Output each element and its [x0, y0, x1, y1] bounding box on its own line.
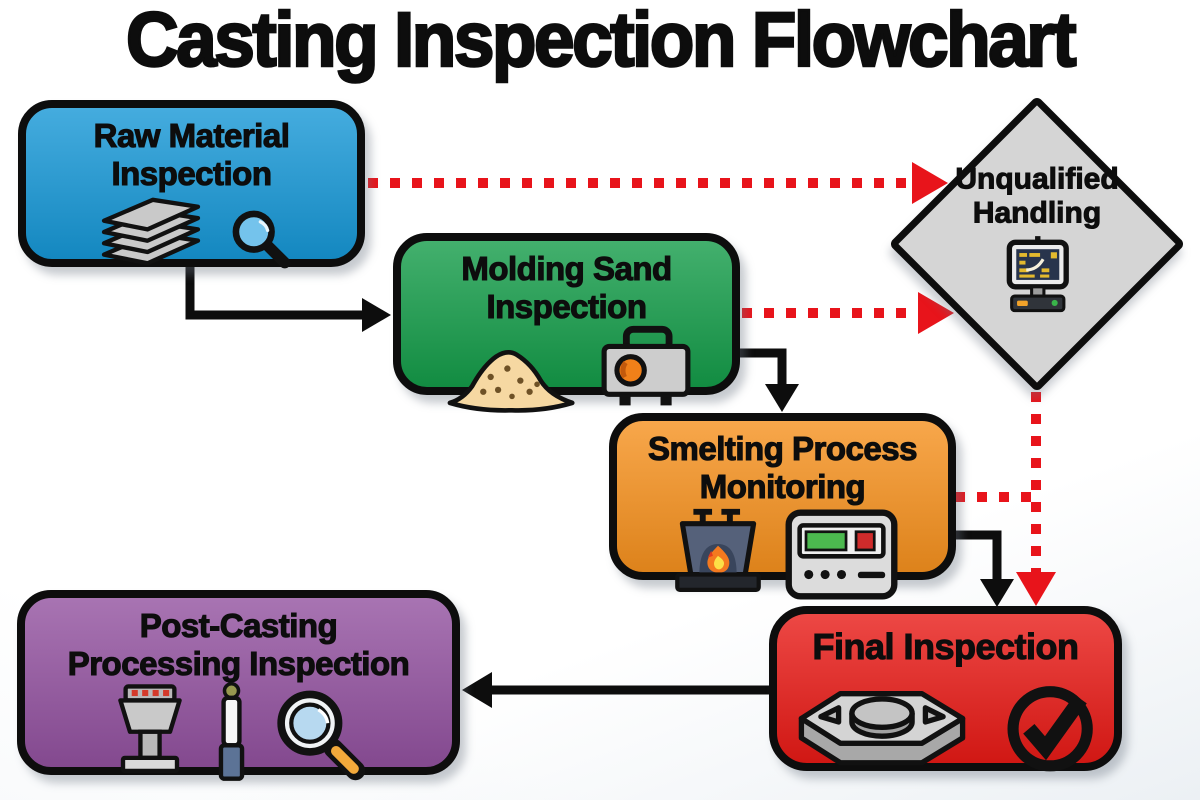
solid-arrows — [185, 263, 1014, 708]
dotted-red-arrows — [368, 162, 1056, 606]
hex-nut-casting-icon — [798, 691, 965, 766]
arrowhead-sand-to-smelt — [765, 384, 799, 412]
magnifying-glass-icon — [232, 210, 290, 269]
arrowhead-sand-to-unqualified — [918, 292, 954, 334]
arrow-sand-to-smelt — [736, 348, 787, 386]
grinder-tool-icon — [118, 684, 182, 774]
node-label: Unqualified Handling — [955, 162, 1119, 230]
probe-pen-icon — [218, 682, 245, 782]
arrowhead-smelt-to-final — [980, 579, 1014, 607]
arrowhead-final-to-post — [462, 672, 492, 708]
metal-sheets-stack-icon — [101, 197, 200, 266]
sand-pile-icon — [447, 350, 575, 413]
magnifying-glass-orange-icon — [277, 690, 366, 781]
node-unqualified-handling: Unqualified Handling — [888, 95, 1186, 393]
arrow-raw-to-sand — [185, 263, 364, 320]
furnace-fire-icon — [675, 509, 761, 593]
node-raw-material-inspection: Raw Material Inspection — [18, 100, 365, 269]
computer-monitor-icon — [1006, 235, 1069, 312]
check-circle-icon — [1006, 686, 1093, 772]
control-panel-icon — [785, 509, 898, 600]
page-title: Casting Inspection Flowchart — [125, 0, 1078, 84]
node-molding-sand-inspection: Molding Sand Inspection — [393, 233, 740, 413]
arrowhead-raw-to-sand — [362, 298, 391, 332]
testing-device-icon — [601, 326, 690, 406]
node-label: Final Inspection — [812, 625, 1080, 667]
node-smelting-process-monitoring: Smelting Process Monitoring — [609, 413, 956, 600]
arrowhead-unqualified-to-final — [1016, 572, 1056, 606]
arrow-smelt-to-final — [952, 530, 1002, 581]
node-post-casting-processing-inspection: Post-Casting Processing Inspection — [17, 590, 460, 782]
node-label: Post-Casting Processing Inspection — [67, 606, 410, 682]
node-final-inspection: Final Inspection — [769, 606, 1122, 772]
arrowhead-raw-to-unqualified — [912, 162, 948, 204]
node-label: Raw Material Inspection — [93, 116, 290, 192]
node-label: Molding Sand Inspection — [461, 249, 673, 325]
node-label: Smelting Process Monitoring — [647, 429, 918, 505]
